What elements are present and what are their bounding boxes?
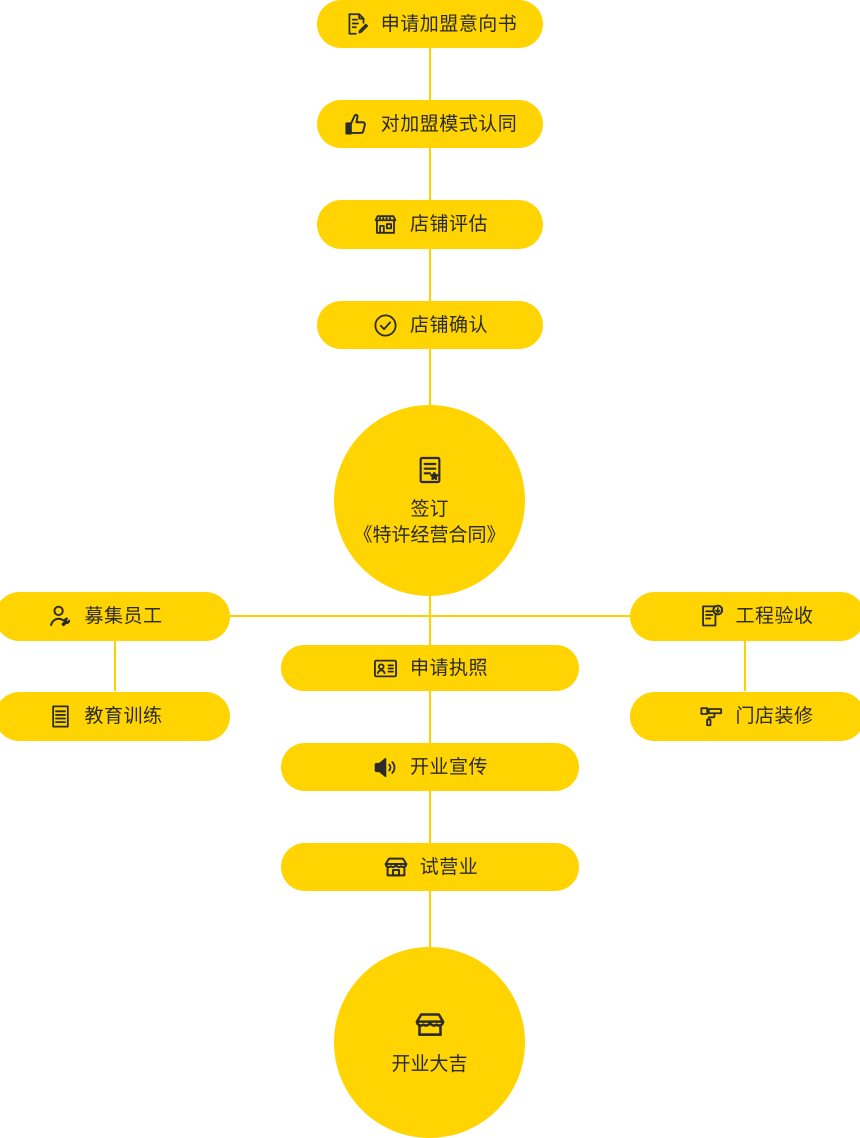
- document-pencil-icon: [343, 10, 371, 38]
- book-lines-icon: [46, 703, 74, 731]
- node-project-acceptance[interactable]: 工程验收: [630, 592, 860, 641]
- connector-eval-to-confirm: [429, 249, 431, 301]
- connector-promotion-to-trial: [429, 791, 431, 843]
- connector-acceptance-to-decoration: [744, 641, 746, 691]
- check-circle-icon: [372, 311, 400, 339]
- document-check-badge-icon: [697, 603, 725, 631]
- storefront-awning-icon: [413, 1008, 447, 1042]
- connector-contract-to-bus: [429, 586, 431, 616]
- node-apply-license[interactable]: 申请执照: [281, 645, 579, 691]
- node-recruit-staff[interactable]: 募集员工: [0, 592, 230, 641]
- thumbs-up-icon: [343, 110, 371, 138]
- node-store-confirm[interactable]: 店铺确认: [317, 301, 543, 349]
- node-label-line2: 《特许经营合同》: [353, 524, 506, 546]
- connector-trial-to-opening: [429, 891, 431, 947]
- connector-recruit-to-training: [114, 641, 116, 691]
- node-opening-promotion[interactable]: 开业宣传: [281, 743, 579, 791]
- node-label: 教育训练: [84, 706, 163, 727]
- contract-seal-icon: [413, 453, 447, 487]
- node-education-training[interactable]: 教育训练: [0, 692, 230, 741]
- node-apply-intent[interactable]: 申请加盟意向书: [317, 0, 543, 48]
- connector-model-to-eval: [429, 148, 431, 200]
- connector-license-to-promotion: [429, 691, 431, 743]
- paint-roller-icon: [697, 703, 725, 731]
- node-grand-opening[interactable]: 开业大吉: [334, 947, 525, 1138]
- node-label: 申请加盟意向书: [380, 13, 518, 35]
- node-label: 申请执照: [409, 657, 488, 679]
- node-label: 开业大吉: [391, 1053, 468, 1075]
- person-wrench-icon: [46, 603, 74, 631]
- node-label: 募集员工: [84, 606, 163, 627]
- node-label: 店铺评估: [409, 214, 488, 235]
- node-trial-operation[interactable]: 试营业: [281, 843, 579, 891]
- node-label: 开业宣传: [409, 756, 488, 778]
- connector-confirm-to-contract: [429, 349, 431, 405]
- node-sign-contract[interactable]: 签订 《特许经营合同》: [334, 405, 525, 596]
- connector-bus-to-license: [429, 615, 431, 645]
- megaphone-icon: [372, 753, 400, 781]
- storefront-icon: [382, 853, 410, 881]
- node-label: 门店装修: [735, 706, 814, 727]
- storefront-icon: [372, 211, 400, 239]
- node-model-agreement[interactable]: 对加盟模式认同: [317, 100, 543, 148]
- node-store-decoration[interactable]: 门店装修: [630, 692, 860, 741]
- node-label-line1: 签订: [410, 498, 449, 520]
- node-label: 对加盟模式认同: [380, 113, 518, 135]
- id-card-icon: [372, 654, 400, 682]
- node-store-evaluation[interactable]: 店铺评估: [317, 200, 543, 249]
- connector-apply-to-model: [429, 48, 431, 100]
- node-label: 工程验收: [735, 606, 814, 627]
- node-label: 试营业: [419, 856, 479, 878]
- node-label: 店铺确认: [409, 314, 488, 336]
